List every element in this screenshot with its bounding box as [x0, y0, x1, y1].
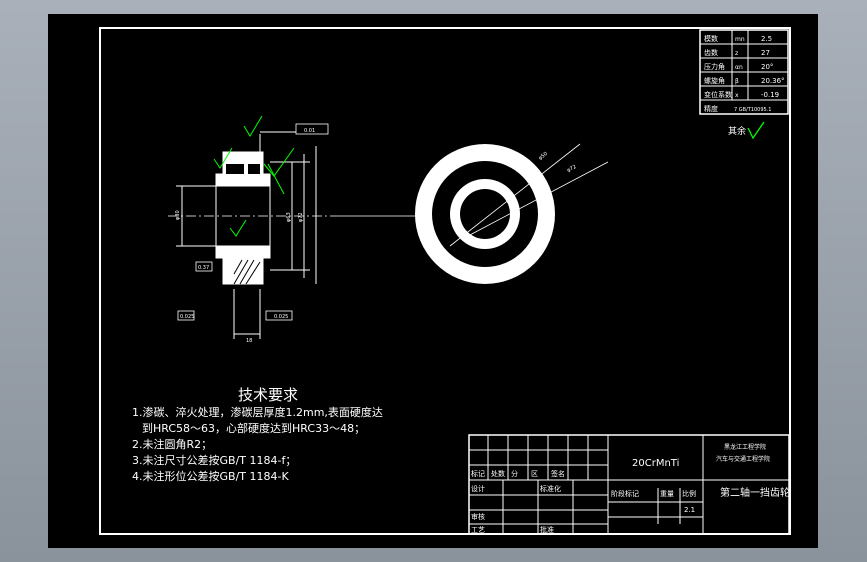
title-block-label: 分 [511, 469, 518, 478]
roughness-symbol [747, 121, 765, 140]
param-name: 齿数 [704, 48, 718, 57]
drawing-border [99, 27, 791, 535]
roughness-note: 其余 [728, 125, 746, 137]
dim-outer: φ72 [298, 212, 304, 222]
dim-hub: φ63 [286, 212, 292, 222]
param-name: 模数 [704, 34, 718, 43]
title-block-labels: 标记处数分 区 签名设计 标准化阶段标记 重量比例审核工艺 批准 [471, 469, 696, 534]
param-value: 2.5 [761, 35, 772, 43]
gear-section-view [168, 123, 338, 339]
tech-line: 到HRC58～63，心部硬度达到HRC33～48； [142, 421, 365, 435]
param-name: 精度 [704, 104, 718, 113]
title-block-label: 标准化 [540, 484, 561, 493]
param-value: 7 GB/T10095.1 [734, 107, 772, 113]
section-roughness-marks [213, 115, 295, 237]
title-block-label: 重量 [660, 490, 674, 498]
title-block-label: 比例 [682, 489, 696, 498]
param-name: 螺旋角 [704, 76, 725, 85]
dim-ring-inner: φ50 [538, 151, 549, 162]
tech-title: 技术要求 [238, 386, 298, 404]
dim-tol-1: 0.01 [304, 128, 315, 134]
title-block-label: 标记 [471, 469, 485, 478]
title-block-label: 审核 [471, 512, 485, 521]
param-symbol: z [735, 50, 738, 57]
tech-line: 2.未注圆角R2； [132, 437, 212, 451]
dim-length: 18 [246, 338, 252, 344]
param-name: 变位系数 [704, 90, 732, 99]
dim-gap: 0.37 [198, 265, 209, 271]
title-block-label: 工艺 [471, 526, 485, 534]
param-value: 20.36° [761, 77, 785, 85]
tech-line: 4.未注形位公差按GB/T 1184-K [132, 469, 289, 483]
dept: 汽车与交通工程学院 [716, 455, 770, 463]
dim-tol-3: 0.025 [274, 314, 288, 320]
title-block-label: 设计 [471, 484, 485, 493]
dim-ring-outer: φ72 [566, 164, 577, 174]
tech-line: 1.渗碳、淬火处理，渗碳层厚度1.2mm,表面硬度达 [132, 405, 383, 419]
param-value: -0.19 [761, 91, 779, 99]
param-symbol: β [735, 78, 739, 85]
tech-line: 3.未注尺寸公差按GB/T 1184-f； [132, 453, 296, 467]
school: 黑龙江工程学院 [724, 443, 766, 451]
param-symbol: x [735, 92, 739, 99]
param-name: 压力角 [704, 62, 725, 71]
title-block-label: 处数 [491, 469, 505, 478]
scale-value: 2.1 [684, 506, 695, 514]
title-block-label: 区 [531, 470, 538, 478]
tech-requirements: 技术要求 1.渗碳、淬火处理，渗碳层厚度1.2mm,表面硬度达到HRC58～63… [132, 386, 383, 483]
material: 20CrMnTi [632, 458, 679, 469]
title-block-label: 签名 [551, 469, 565, 478]
title-block-label: 批准 [540, 525, 554, 534]
title-block-label: 阶段标记 [611, 489, 639, 498]
part-name: 第二轴一挡齿轮 [720, 486, 790, 499]
param-value: 27 [761, 49, 770, 57]
dim-tol-2: 0.025 [180, 314, 194, 320]
dim-bore: φ30 [175, 210, 181, 220]
gear-front-view [338, 143, 609, 284]
param-value: 20° [761, 63, 773, 71]
param-symbol: mn [735, 36, 745, 43]
param-symbol: αn [735, 64, 743, 71]
title-block [468, 434, 790, 535]
